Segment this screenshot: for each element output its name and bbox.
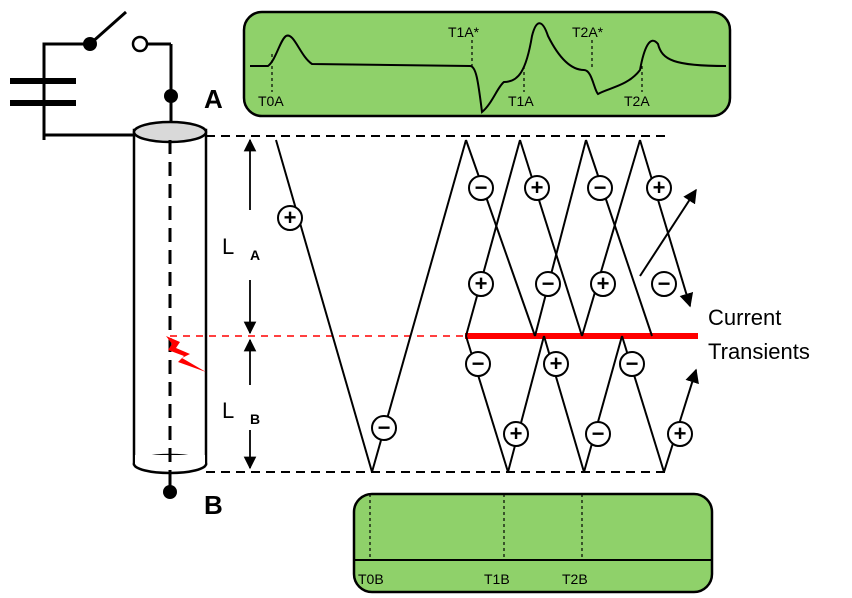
- minus-sign: −: [658, 271, 671, 296]
- marker-t1a: T1A: [508, 93, 534, 109]
- minus-polarity-icon: [619, 351, 645, 377]
- switch-blade: [89, 10, 127, 46]
- terminal-a-label: A: [204, 84, 223, 114]
- wave-seg: [585, 139, 653, 337]
- bottom-scope-screen: [352, 492, 714, 594]
- minus-sign: −: [475, 175, 488, 200]
- marker-t2a-star: T2A*: [572, 24, 604, 40]
- minus-polarity-icon: [535, 271, 561, 297]
- polarity-markers: + − − + − + + − + − − + − + − +: [277, 175, 693, 447]
- plus-sign: +: [284, 205, 297, 230]
- plus-sign: +: [653, 175, 666, 200]
- wave-seg: [465, 139, 521, 337]
- switch-pivot: [83, 37, 97, 51]
- switch-capacitor-circuit: [42, 10, 173, 140]
- plus-sign: +: [475, 271, 488, 296]
- minus-sign: −: [378, 415, 391, 440]
- marker-t1b: T1B: [484, 571, 510, 587]
- plus-polarity-icon: [667, 421, 693, 447]
- lb-subscript: B: [250, 411, 260, 427]
- wave-seg: [583, 335, 623, 473]
- plus-polarity-icon: [590, 271, 616, 297]
- marker-t1a-star: T1A*: [448, 24, 480, 40]
- la-label: L: [222, 234, 234, 259]
- la-subscript: A: [250, 247, 260, 263]
- cable-cylinder: [132, 120, 208, 475]
- top-scope-waveform: [250, 22, 727, 114]
- plus-polarity-icon: [277, 205, 303, 231]
- minus-polarity-icon: [587, 175, 613, 201]
- lb-label: L: [222, 398, 234, 423]
- wave-seg-arrow: [639, 188, 697, 277]
- minus-polarity-icon: [651, 271, 677, 297]
- minus-sign: −: [472, 351, 485, 376]
- terminal-b-label: B: [204, 490, 223, 520]
- minus-polarity-icon: [465, 351, 491, 377]
- marker-t0b: T0B: [358, 571, 384, 587]
- minus-sign: −: [592, 421, 605, 446]
- wave-seg: [465, 139, 536, 337]
- plus-polarity-icon: [543, 351, 569, 377]
- capacitor-symbol: [10, 44, 76, 140]
- switch-contact: [131, 35, 149, 53]
- bottom-scope: T0B T1B T2B: [352, 492, 714, 594]
- plus-sign: +: [674, 421, 687, 446]
- minus-sign: −: [626, 351, 639, 376]
- plus-polarity-icon: [524, 175, 550, 201]
- marker-t0a: T0A: [258, 93, 284, 109]
- minus-sign: −: [594, 175, 607, 200]
- wave-seg-arrow: [639, 139, 694, 308]
- plus-sign: +: [510, 421, 523, 446]
- wave-seg: [519, 139, 583, 337]
- fault-lightning-icon: [166, 336, 206, 372]
- plus-sign: +: [531, 175, 544, 200]
- wave-incident: [275, 139, 373, 473]
- wave-seg: [507, 335, 545, 473]
- plus-sign: +: [550, 351, 563, 376]
- minus-sign: −: [542, 271, 555, 296]
- wave-seg: [534, 139, 587, 337]
- top-scope: T0A T1A* T1A T2A* T2A: [242, 10, 732, 118]
- wave-seg: [581, 139, 641, 337]
- plus-polarity-icon: [503, 421, 529, 447]
- minus-polarity-icon: [585, 421, 611, 447]
- marker-t2b: T2B: [562, 571, 588, 587]
- minus-polarity-icon: [468, 175, 494, 201]
- plus-polarity-icon: [646, 175, 672, 201]
- annotation-line2: Transients: [708, 339, 810, 364]
- circuit-wire-left: [42, 42, 90, 140]
- minus-polarity-icon: [371, 415, 397, 441]
- terminal-b-node: [163, 485, 177, 499]
- annotation-line1: Current: [708, 305, 781, 330]
- plus-polarity-icon: [468, 271, 494, 297]
- plus-sign: +: [597, 271, 610, 296]
- marker-t2a: T2A: [624, 93, 650, 109]
